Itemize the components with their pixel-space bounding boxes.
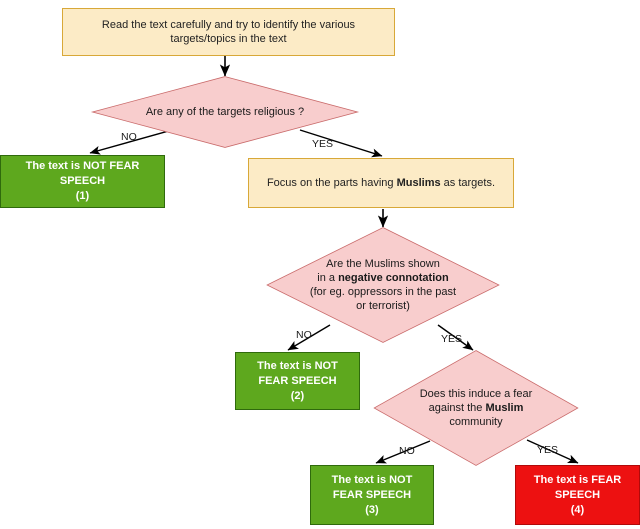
edge-label-religious-yes: YES — [312, 138, 334, 150]
node-decision-targets-religious-label: Are any of the targets religious ? — [145, 106, 305, 118]
node-focus-muslims-pre: Focus on the parts having — [266, 177, 397, 189]
node-outcome-4-line3: (4) — [570, 503, 585, 516]
node-outcome-not-fear-speech-2[interactable]: The text is NOT FEAR SPEECH (2) — [235, 352, 360, 410]
node-outcome-2-line1: The text is NOT — [257, 359, 338, 372]
node-outcome-4-line1: The text is FEAR — [533, 473, 622, 486]
node-outcome-2-line2: FEAR SPEECH — [258, 374, 337, 387]
node-outcome-1-text: The text is NOT FEAR SPEECH (1) — [20, 159, 146, 204]
node-outcome-2-text: The text is NOT FEAR SPEECH (2) — [251, 359, 344, 404]
node-decision-targets-religious[interactable]: Are any of the targets religious ? — [94, 77, 356, 147]
node-outcome-4-line2: SPEECH — [554, 488, 601, 501]
edge-label-fear-no: NO — [399, 445, 415, 457]
node-decision-fear-line3: community — [449, 416, 503, 428]
node-outcome-3-line2: FEAR SPEECH — [332, 488, 412, 501]
node-decision-induce-fear[interactable]: Does this induce a fear against the Musl… — [375, 351, 577, 465]
node-decision-negative-connotation[interactable]: Are the Muslims shown in a negative conn… — [268, 228, 498, 342]
node-read-text-line1: Read the text carefully and try to ident… — [101, 19, 356, 31]
node-decision-negative-line4: or terrorist) — [356, 300, 410, 312]
node-focus-muslims-process[interactable]: Focus on the parts having Muslims as tar… — [248, 158, 514, 208]
node-outcome-not-fear-speech-3[interactable]: The text is NOT FEAR SPEECH (3) — [310, 465, 434, 525]
node-decision-negative-line1: Are the Muslims shown — [326, 258, 440, 270]
node-outcome-fear-speech-4[interactable]: The text is FEAR SPEECH (4) — [515, 465, 640, 525]
node-outcome-1-line1: The text is NOT FEAR — [25, 160, 140, 172]
node-read-text-process[interactable]: Read the text carefully and try to ident… — [62, 8, 395, 56]
node-read-text-line2: targets/topics in the text — [170, 33, 287, 45]
node-decision-negative-line3: (for eg. oppressors in the past — [309, 286, 457, 298]
node-outcome-4-text: The text is FEAR SPEECH (4) — [528, 473, 627, 518]
node-outcome-3-text: The text is NOT FEAR SPEECH (3) — [326, 473, 419, 518]
edge-label-negative-yes: YES — [441, 333, 463, 345]
node-read-text-text: Read the text carefully and try to ident… — [96, 18, 361, 46]
node-decision-negative-line2-bold: negative connotation — [338, 272, 449, 284]
node-outcome-3-line1: The text is NOT — [331, 473, 413, 486]
node-outcome-2-line3: (2) — [290, 389, 305, 402]
node-outcome-1-line2: SPEECH — [59, 175, 106, 187]
node-decision-fear-line2-pre: against the — [428, 402, 486, 414]
edge-label-religious-no: NO — [121, 131, 137, 143]
node-focus-muslims-text: Focus on the parts having Muslims as tar… — [261, 176, 501, 190]
node-decision-negative-connotation-label: Are the Muslims shown in a negative conn… — [277, 257, 489, 313]
node-outcome-1-line3: (1) — [75, 190, 90, 202]
node-decision-induce-fear-label: Does this induce a fear against the Musl… — [383, 387, 569, 429]
node-focus-muslims-bold: Muslims — [396, 177, 441, 189]
node-decision-negative-line2-pre: in a — [317, 272, 339, 284]
node-decision-fear-line1: Does this induce a fear — [419, 388, 533, 400]
edge-label-negative-no: NO — [296, 329, 312, 341]
node-focus-muslims-post: as targets. — [440, 177, 496, 189]
edge-label-fear-yes: YES — [537, 444, 559, 456]
node-decision-fear-line2-bold: Muslim — [485, 402, 524, 414]
node-outcome-not-fear-speech-1[interactable]: The text is NOT FEAR SPEECH (1) — [0, 155, 165, 208]
node-outcome-3-line3: (3) — [365, 503, 379, 516]
